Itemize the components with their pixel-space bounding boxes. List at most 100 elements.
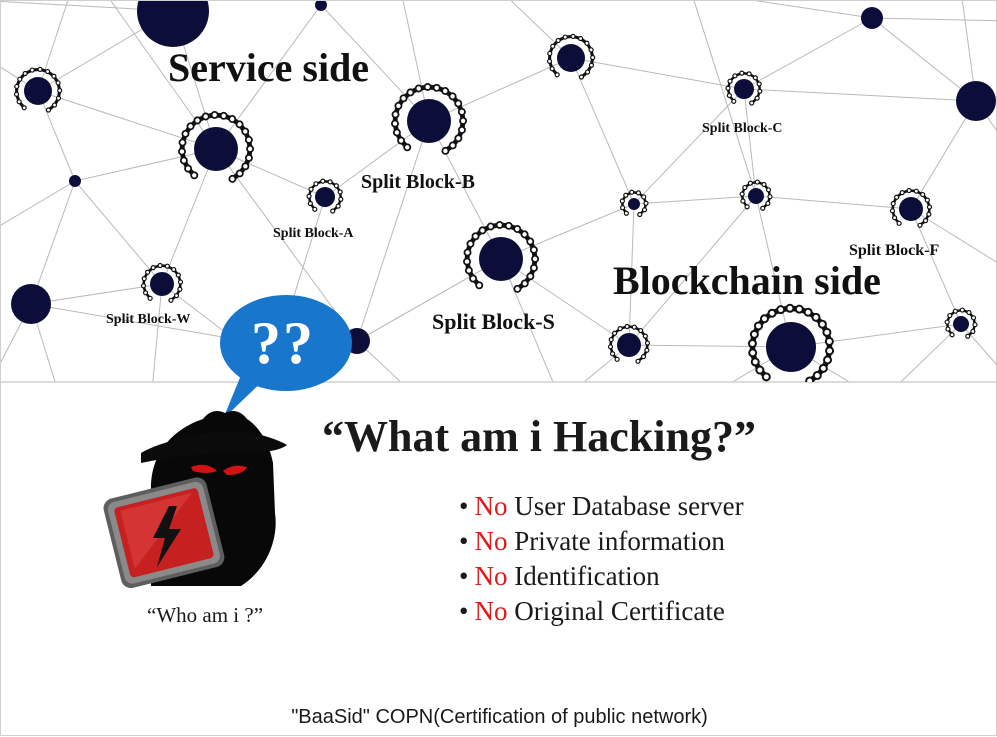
network-node-icon xyxy=(725,70,763,106)
block-s-label: Split Block-S xyxy=(432,309,555,334)
network-edge xyxy=(500,258,630,346)
network-edge xyxy=(30,180,76,305)
network-edge xyxy=(871,17,977,102)
network-node-icon xyxy=(739,179,773,211)
network-edge xyxy=(633,195,757,205)
network-node-icon xyxy=(956,81,996,121)
network-edge xyxy=(510,1,572,59)
bullet-item: •No User Database server xyxy=(459,489,744,524)
network-edge xyxy=(110,1,217,150)
network-node-icon xyxy=(619,189,649,218)
network-edge xyxy=(161,283,235,340)
network-edge xyxy=(356,340,402,382)
network-edge xyxy=(1,180,76,226)
network-edge xyxy=(900,323,962,382)
network-edge xyxy=(628,203,635,346)
network-edge xyxy=(633,88,745,205)
bubble-question-marks: ?? xyxy=(251,310,315,376)
block-f-label: Split Block-F xyxy=(849,242,940,259)
network-edge xyxy=(37,90,76,182)
network-edge xyxy=(790,323,962,348)
network-edge xyxy=(628,344,792,348)
negation-word: No xyxy=(474,491,508,521)
lightning-icon xyxy=(153,506,181,567)
network-edge xyxy=(428,57,572,122)
network-edge xyxy=(910,100,977,210)
bullet-item: •No Identification xyxy=(459,559,744,594)
bullet-dot: • xyxy=(459,491,469,521)
network-node-icon xyxy=(178,110,255,183)
network-edge xyxy=(215,4,322,150)
network-edge xyxy=(570,57,745,90)
network-edge xyxy=(871,17,997,22)
network-edge xyxy=(215,148,358,342)
network-edge xyxy=(74,148,217,182)
network-node-icon xyxy=(944,307,978,339)
bullet-dot: • xyxy=(459,526,469,556)
network-node-icon xyxy=(306,178,344,214)
speech-bubble-icon xyxy=(220,295,352,419)
network-edge xyxy=(628,195,757,346)
network-edge xyxy=(583,344,630,382)
negation-word: No xyxy=(474,526,508,556)
network-node-icon xyxy=(137,1,209,47)
network-edge xyxy=(693,1,757,197)
network-edge xyxy=(500,203,635,260)
bullet-text: Original Certificate xyxy=(507,596,725,626)
network-edge xyxy=(960,323,997,366)
network-node-icon xyxy=(607,323,651,364)
network-node-icon xyxy=(69,175,81,187)
network-node-icon xyxy=(861,7,883,29)
network-node-icon xyxy=(11,284,51,324)
network-edge xyxy=(910,208,962,325)
network-edge xyxy=(356,120,430,342)
network-edge xyxy=(755,195,792,348)
bullet-dot: • xyxy=(459,561,469,591)
network-edge xyxy=(500,258,554,382)
block-w-label: Split Block-W xyxy=(106,312,191,327)
network-edge xyxy=(743,88,977,102)
bullet-text: Private information xyxy=(507,526,725,556)
network-edge xyxy=(37,1,69,92)
network-node-icon xyxy=(391,82,468,155)
blockchain-side-label: Blockchain side xyxy=(613,258,881,303)
bullet-text: User Database server xyxy=(507,491,744,521)
network-edge xyxy=(910,208,997,263)
block-a-label: Split Block-A xyxy=(273,226,354,241)
negation-word: No xyxy=(474,561,508,591)
bullet-item: •No Private information xyxy=(459,524,744,559)
network-node-icon xyxy=(889,187,933,228)
network-edge xyxy=(30,303,235,340)
network-edge xyxy=(152,283,163,382)
network-edge xyxy=(356,258,502,342)
network-edges xyxy=(1,1,997,382)
footer-text: "BaaSid" COPN(Certification of public ne… xyxy=(291,706,708,728)
bullet-text: Identification xyxy=(507,561,660,591)
network-nodes xyxy=(11,1,996,382)
network-edge xyxy=(30,283,163,305)
network-edge xyxy=(755,195,912,210)
network-edge xyxy=(743,17,873,90)
network-edge xyxy=(754,1,873,19)
network-edge xyxy=(402,1,430,122)
hacker-caption: “Who am i ?” xyxy=(147,603,264,627)
service-side-label: Service side xyxy=(168,45,370,90)
network-edge xyxy=(161,148,217,285)
network-edge xyxy=(74,180,163,285)
network-edge xyxy=(570,57,635,205)
network-node-icon xyxy=(315,1,327,11)
network-node-icon xyxy=(13,66,63,113)
network-node-icon xyxy=(747,303,835,382)
network-edge xyxy=(428,120,502,260)
bullet-item: •No Original Certificate xyxy=(459,594,744,629)
bullet-dot: • xyxy=(459,596,469,626)
network-edge xyxy=(743,88,757,197)
bullet-list: •No User Database server•No Private info… xyxy=(459,489,744,629)
negation-word: No xyxy=(474,596,508,626)
network-node-icon xyxy=(140,262,184,303)
headline: “What am i Hacking?” xyxy=(322,412,756,461)
network-edge xyxy=(37,90,217,150)
network-edge xyxy=(320,4,430,122)
